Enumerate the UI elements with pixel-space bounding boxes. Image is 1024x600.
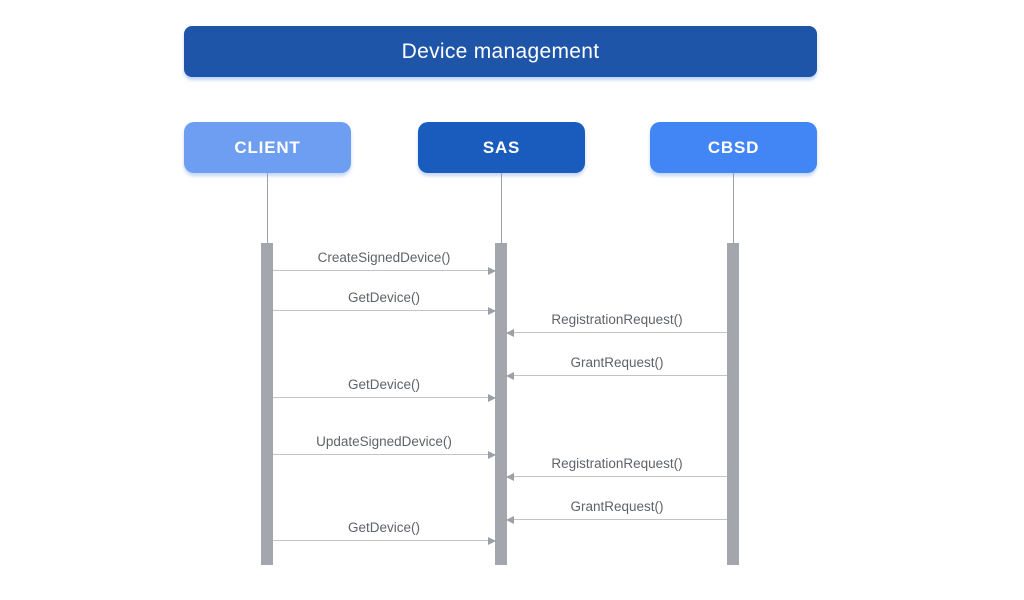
actor-box-client: CLIENT [184, 122, 351, 173]
message-label: GrantRequest() [570, 499, 664, 514]
lifeline-client [266, 173, 268, 243]
message-arrow-get-device-2: GetDevice() [273, 374, 496, 402]
message-arrow-grant-request-1: GrantRequest() [506, 352, 727, 380]
actor-label-sas: SAS [482, 137, 521, 157]
message-label: GetDevice() [347, 377, 420, 392]
message-arrow-create-signed-device: CreateSignedDevice() [273, 247, 496, 275]
message-label: RegistrationRequest() [551, 312, 683, 327]
message-arrow-grant-request-2: GrantRequest() [506, 496, 727, 524]
message-arrow-get-device-3: GetDevice() [273, 517, 496, 545]
message-label: GrantRequest() [570, 355, 664, 370]
lifeline-cbsd [732, 173, 734, 243]
message-label: GetDevice() [347, 290, 420, 305]
message-arrow-registration-request-2: RegistrationRequest() [506, 453, 727, 481]
message-arrow-update-signed-device: UpdateSignedDevice() [273, 431, 496, 459]
activation-bar-client [261, 243, 273, 565]
message-label: GetDevice() [347, 520, 420, 535]
diagram-title-banner: Device management [184, 26, 817, 77]
message-arrow-registration-request-1: RegistrationRequest() [506, 309, 727, 337]
diagram-title: Device management [401, 39, 600, 63]
activation-bar-cbsd [727, 243, 739, 565]
actor-box-sas: SAS [418, 122, 585, 173]
message-label: RegistrationRequest() [551, 456, 683, 471]
message-label: CreateSignedDevice() [317, 250, 451, 265]
lifeline-sas [500, 173, 502, 243]
actor-label-client: CLIENT [234, 137, 301, 157]
activation-bar-sas [495, 243, 507, 565]
actor-box-cbsd: CBSD [650, 122, 817, 173]
actor-label-cbsd: CBSD [707, 137, 760, 157]
message-arrow-get-device-1: GetDevice() [273, 287, 496, 315]
message-label: UpdateSignedDevice() [316, 434, 452, 449]
